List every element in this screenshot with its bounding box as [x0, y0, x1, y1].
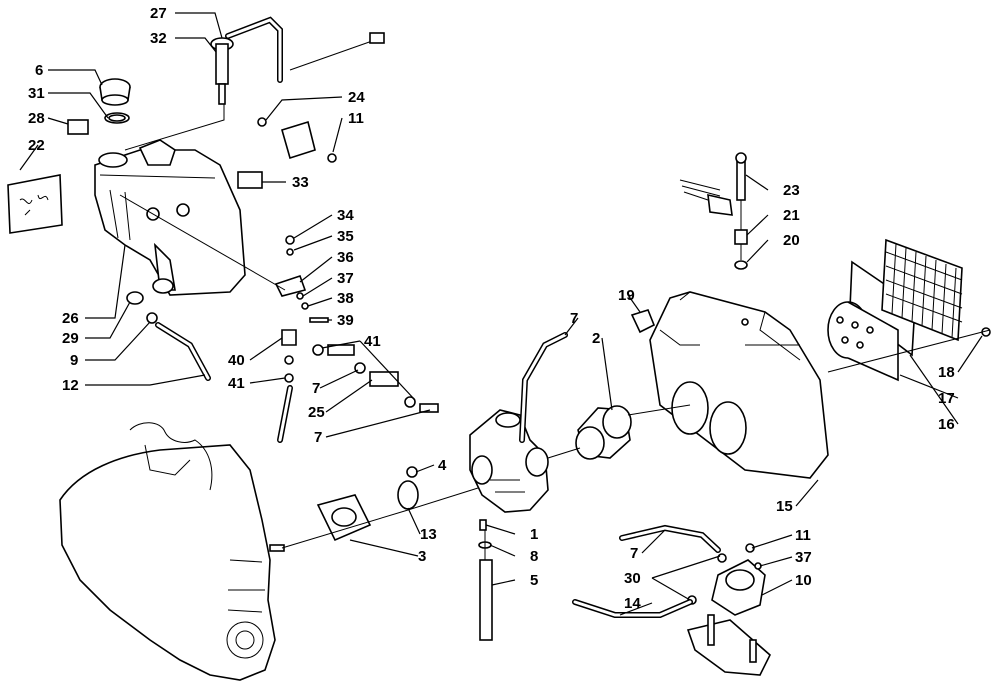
intake-screen [881, 238, 963, 342]
callout-2: 2 [592, 330, 600, 347]
fuel-tap [281, 329, 297, 383]
callout-19: 19 [618, 287, 635, 304]
airbox-clip [630, 309, 656, 334]
callout-15: 15 [776, 498, 793, 515]
callout-3: 3 [418, 548, 426, 565]
assembly-lines [119, 104, 991, 560]
intake-boot [575, 405, 632, 460]
callout-6: 6 [35, 62, 43, 79]
callout-8: 8 [530, 548, 538, 565]
callout-34: 34 [337, 207, 354, 224]
callout-13: 13 [420, 526, 437, 543]
callout-9: 9 [70, 352, 78, 369]
fuel-filter-chain [312, 344, 439, 413]
cap-seal [104, 112, 130, 124]
leader-lines [19, 12, 983, 616]
label-plate [237, 171, 263, 189]
pump-oil-line [572, 599, 693, 618]
callout-26: 26 [62, 310, 79, 327]
callout-28: 28 [28, 110, 45, 127]
carb-vent-hose [519, 332, 568, 443]
callout-18: 18 [938, 364, 955, 381]
oil-tank [94, 139, 246, 296]
callout-11-pump: 11 [795, 527, 811, 544]
callout-10: 10 [795, 572, 812, 589]
callout-41-left: 41 [228, 375, 245, 392]
callout-7-filter: 7 [312, 380, 320, 397]
callout-4: 4 [438, 457, 447, 474]
callout-41-right: 41 [364, 333, 381, 350]
callout-7-carb: 7 [570, 310, 578, 327]
wiring-connector [679, 179, 733, 216]
callout-32: 32 [150, 30, 167, 47]
intake-flange [269, 494, 372, 552]
callout-22: 22 [28, 137, 45, 154]
callout-31: 31 [28, 85, 45, 102]
drain-hose [479, 559, 493, 641]
tank-cap [99, 78, 131, 106]
callout-24: 24 [348, 89, 365, 106]
callout-20: 20 [783, 232, 800, 249]
callout-37-pump: 37 [795, 549, 812, 566]
pump-hose [619, 524, 721, 553]
callout-27: 27 [150, 5, 167, 22]
decal-small [67, 119, 89, 135]
callout-23: 23 [783, 182, 800, 199]
callout-25: 25 [308, 404, 325, 421]
nut [406, 466, 418, 478]
mount-bracket [257, 117, 337, 163]
callout-39: 39 [337, 312, 354, 329]
callout-14: 14 [624, 595, 641, 612]
callout-12: 12 [62, 377, 79, 394]
pump-gasket [686, 614, 771, 676]
hose-clamp [397, 480, 419, 510]
fuel-line [277, 385, 293, 443]
oil-pump [687, 543, 766, 616]
callout-29: 29 [62, 330, 79, 347]
callout-36: 36 [337, 249, 354, 266]
callout-labels: 27 32 6 31 28 22 24 11 33 26 29 9 12 34 … [28, 5, 955, 612]
callout-37-top: 37 [337, 270, 354, 287]
tank-vent-hose [126, 291, 211, 381]
callout-21: 21 [783, 207, 800, 224]
oil-level-sender [210, 16, 385, 105]
callout-40: 40 [228, 352, 245, 369]
callout-35: 35 [337, 228, 354, 245]
carburetor [469, 409, 549, 531]
decal-large [7, 174, 63, 234]
hardware-stack [274, 235, 329, 323]
engine-block [59, 422, 276, 681]
callout-11-top: 11 [348, 110, 364, 127]
callout-38: 38 [337, 290, 354, 307]
callout-30: 30 [624, 570, 641, 587]
callout-16: 16 [938, 416, 955, 433]
callout-1: 1 [530, 526, 538, 543]
callout-33: 33 [292, 174, 309, 191]
callout-5: 5 [530, 572, 538, 589]
callout-7-line: 7 [314, 429, 322, 446]
callout-17: 17 [938, 390, 955, 407]
callout-7-pump: 7 [630, 545, 638, 562]
airbox [649, 291, 829, 479]
